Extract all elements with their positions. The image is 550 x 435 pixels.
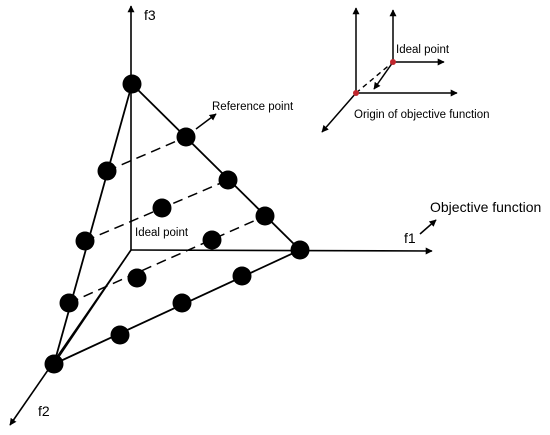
reference-point-dot [152, 198, 172, 218]
f1-axis [130, 247, 433, 255]
dashed-connectors [68, 136, 266, 304]
reference-point-dot [59, 293, 79, 313]
axes [9, 5, 433, 426]
inset-axes-diagram: Ideal point Origin of objective function [321, 7, 490, 133]
ideal-to-f2-vertex-line [53, 249, 132, 365]
objective-function-arrow [419, 219, 437, 235]
inset-origin-label: Origin of objective function [354, 109, 490, 121]
f1-axis-label: f1 [404, 230, 416, 246]
inset-ideal-point-label: Ideal point [396, 44, 450, 56]
reference-point-label: Reference point [212, 101, 294, 113]
inset-ideal-marker [390, 59, 396, 65]
pointer-arrows [195, 113, 437, 235]
inset-ideal-diagonal-axis [373, 61, 394, 90]
objective-function-label: Objective function [430, 199, 541, 215]
reference-point-dot [232, 266, 252, 286]
inset-connector-dashed [355, 61, 394, 94]
reference-point-dot [176, 127, 196, 147]
reference-point-dot [44, 354, 64, 374]
reference-point-dot [218, 170, 238, 190]
dashed-line-1 [106, 136, 187, 172]
reference-point-dot [75, 231, 95, 251]
reference-point-dot [202, 230, 222, 250]
f2-axis-label: f2 [38, 403, 50, 419]
dashed-line-3 [68, 215, 266, 304]
inset-origin-diagonal-axis [321, 92, 357, 133]
reference-point-dot [127, 268, 147, 288]
edge-f3-f2 [53, 83, 133, 365]
reference-point-dot [97, 161, 117, 181]
reference-point-dot [122, 74, 142, 94]
ideal-point-label: Ideal point [135, 227, 189, 239]
inset-origin-marker [353, 90, 359, 96]
reference-point-dot [110, 325, 130, 345]
reference-points [44, 74, 310, 374]
dashed-line-2 [84, 179, 229, 242]
reference-point-arrow [195, 113, 217, 130]
f3-axis-label: f3 [144, 7, 156, 23]
reference-point-dot [255, 206, 275, 226]
reference-point-dot [290, 240, 310, 260]
reference-point-dot [172, 293, 192, 313]
